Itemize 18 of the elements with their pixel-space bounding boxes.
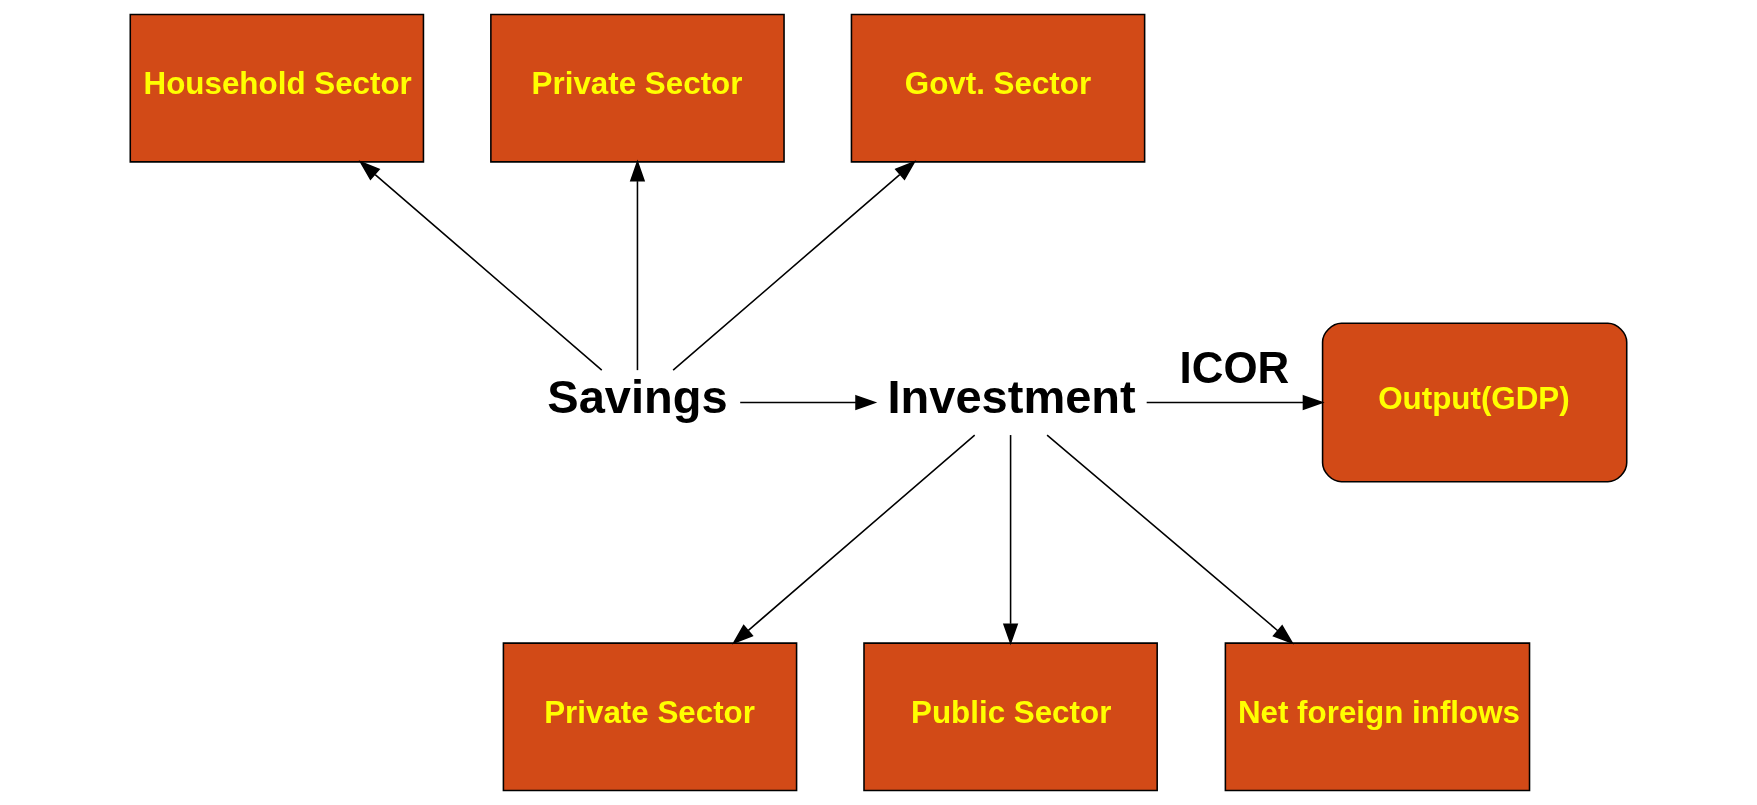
arrow — [358, 160, 603, 371]
node-text: Investment — [887, 369, 1136, 423]
node-box: Govt. Sector — [850, 13, 1146, 163]
arrow — [739, 394, 878, 411]
arrow — [672, 160, 917, 371]
node-text: Savings — [547, 369, 728, 423]
arrow — [731, 434, 976, 645]
node-box: Household Sector — [129, 13, 425, 163]
node-box: Net foreign inflows — [1224, 642, 1531, 792]
node-box: Output(GDP) — [1321, 322, 1628, 483]
arrow — [629, 159, 646, 371]
edge-label: ICOR — [1179, 342, 1290, 392]
arrow — [1145, 394, 1325, 411]
node-box: Private Sector — [490, 13, 785, 163]
arrow — [1002, 434, 1019, 646]
node-box: Private Sector — [502, 642, 798, 792]
arrow — [1046, 434, 1295, 645]
node-box: Public Sector — [863, 642, 1158, 792]
